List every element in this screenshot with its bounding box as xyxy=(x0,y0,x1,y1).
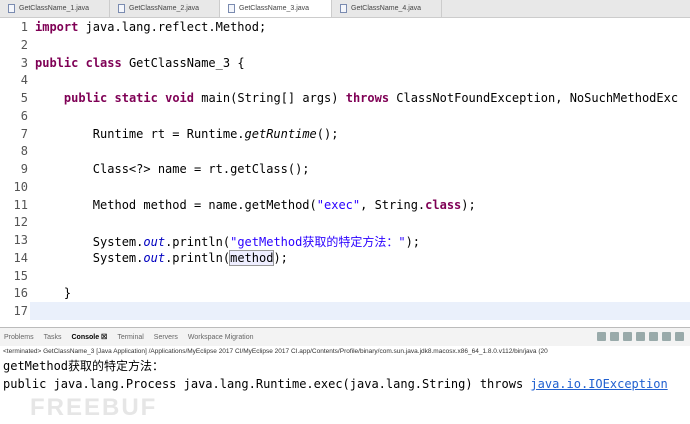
code-token: import xyxy=(35,20,79,34)
scroll-lock-icon[interactable] xyxy=(636,332,645,341)
code-token: out xyxy=(143,250,166,265)
console-tab-1[interactable]: Tasks xyxy=(43,333,62,341)
code-token: public xyxy=(35,55,79,70)
terminated-label: <terminated> GetClassName_3 [Java Applic… xyxy=(3,348,548,355)
code-token: } xyxy=(35,286,72,301)
code-token: static xyxy=(114,91,158,105)
console-tab-5[interactable]: Workspace Migration xyxy=(187,333,254,341)
code-token: .println( xyxy=(165,235,231,249)
code-token: class xyxy=(425,197,462,212)
tab-3[interactable]: GetClassName_3.java xyxy=(220,0,332,17)
tab-4[interactable]: GetClassName_4.java xyxy=(332,0,442,17)
code-token: "getMethod获取的特定方法：" xyxy=(230,235,406,249)
code-line: System.out.println("getMethod获取的特定方法："); xyxy=(35,233,420,250)
line-number: 2 xyxy=(20,37,28,52)
tab-label: GetClassName_4.java xyxy=(351,5,422,12)
console-tab-2[interactable]: Console ☒ xyxy=(71,334,108,341)
java-file-icon xyxy=(340,4,347,13)
console-tab-0[interactable]: Problems xyxy=(4,333,34,341)
code-token: ); xyxy=(273,250,288,265)
output-line: getMethod获取的特定方法： xyxy=(3,359,165,373)
java-file-icon xyxy=(118,4,125,13)
output-text: public java.lang.Process java.lang.Runti… xyxy=(3,377,531,391)
code-token: System. xyxy=(35,250,144,265)
code-token: throws xyxy=(345,91,390,105)
java-file-icon xyxy=(228,4,235,13)
console-tabs: Problems Tasks Console ☒ Terminal Servers Wor… xyxy=(0,328,690,346)
line-number: 13 xyxy=(13,233,28,247)
code-token: void xyxy=(165,91,194,105)
code-line: System.out.println(method); xyxy=(35,249,288,266)
code-token: method xyxy=(229,249,275,266)
line-number: 10 xyxy=(13,179,28,194)
code-token: ); xyxy=(405,235,421,249)
code-token: java.lang.reflect.Method; xyxy=(78,20,267,34)
code-token: Runtime rt = Runtime. xyxy=(35,126,245,141)
line-number: 1 xyxy=(20,20,28,34)
line-number: 4 xyxy=(20,73,28,88)
line-number: 7 xyxy=(20,126,28,141)
code-token xyxy=(158,91,165,105)
line-number: 17 xyxy=(13,304,28,318)
code-line: public static void main(String[] args) t… xyxy=(35,91,678,105)
code-token: getRuntime xyxy=(244,126,317,141)
editor-tabs: GetClassName_1.java GetClassName_2.java Ge… xyxy=(0,0,690,18)
current-line-highlight xyxy=(30,302,690,320)
tab-label: GetClassName_3.java xyxy=(239,5,310,12)
code-token xyxy=(35,91,64,105)
console-panel: Problems Tasks Console ☒ Terminal Servers Wor… xyxy=(0,327,690,424)
remove-all-icon[interactable] xyxy=(623,332,632,341)
code-token: (); xyxy=(316,126,339,141)
tab-1[interactable]: GetClassName_1.java xyxy=(0,0,110,17)
tab-label: GetClassName_2.java xyxy=(129,5,200,12)
line-number: 8 xyxy=(20,144,28,159)
clear-icon[interactable] xyxy=(597,332,606,341)
code-token: class xyxy=(85,55,122,70)
code-token: ); xyxy=(461,197,476,212)
output-line: public java.lang.Process java.lang.Runti… xyxy=(0,375,690,393)
console-tab-3[interactable]: Terminal xyxy=(117,333,144,341)
code-token: main(String[] args) xyxy=(194,91,346,105)
code-token xyxy=(78,56,85,70)
code-token: out xyxy=(143,235,166,249)
code-token: .println( xyxy=(165,250,231,265)
line-number: 9 xyxy=(20,162,28,176)
line-number: 5 xyxy=(20,91,28,105)
code-line: Runtime rt = Runtime.getRuntime(); xyxy=(35,126,339,141)
console-tab-4[interactable]: Servers xyxy=(153,333,178,341)
code-line: Class<?> name = rt.getClass(); xyxy=(35,162,310,176)
java-file-icon xyxy=(8,4,15,13)
code-token: Class<?> name = rt.getClass(); xyxy=(35,162,310,176)
code-token: System. xyxy=(35,235,144,249)
console-toolbar xyxy=(597,332,684,341)
tab-2[interactable]: GetClassName_2.java xyxy=(110,0,220,17)
open-console-icon[interactable] xyxy=(675,332,684,341)
tab-label: GetClassName_1.java xyxy=(19,5,90,12)
code-token: Method method = name.getMethod( xyxy=(35,197,317,212)
line-number: 15 xyxy=(13,268,28,283)
code-token: , String. xyxy=(360,197,426,212)
line-number: 3 xyxy=(20,55,28,70)
line-number: 12 xyxy=(13,215,28,230)
remove-icon[interactable] xyxy=(610,332,619,341)
code-token: public xyxy=(63,91,108,105)
code-line: } xyxy=(35,286,71,300)
line-number: 16 xyxy=(13,286,28,301)
code-token: "exec" xyxy=(316,197,361,212)
line-number: 14 xyxy=(13,250,28,265)
code-token: GetClassName_3 { xyxy=(121,55,245,70)
pin-icon[interactable] xyxy=(649,332,658,341)
exception-link[interactable]: java.io.IOException xyxy=(530,377,668,391)
code-line: public class GetClassName_3 { xyxy=(35,56,245,70)
watermark-logo: FREEBUF xyxy=(30,394,158,421)
display-console-icon[interactable] xyxy=(662,332,671,341)
code-token xyxy=(107,91,114,105)
line-number: 6 xyxy=(20,108,28,123)
code-token: ClassNotFoundException, NoSuchMethodExc xyxy=(389,91,679,105)
code-editor[interactable]: 1 import java.lang.reflect.Method; 2 3 publi… xyxy=(0,18,690,323)
code-line: import java.lang.reflect.Method; xyxy=(35,20,266,34)
code-line: Method method = name.getMethod("exec", S… xyxy=(35,198,476,212)
line-number: 11 xyxy=(13,197,28,212)
